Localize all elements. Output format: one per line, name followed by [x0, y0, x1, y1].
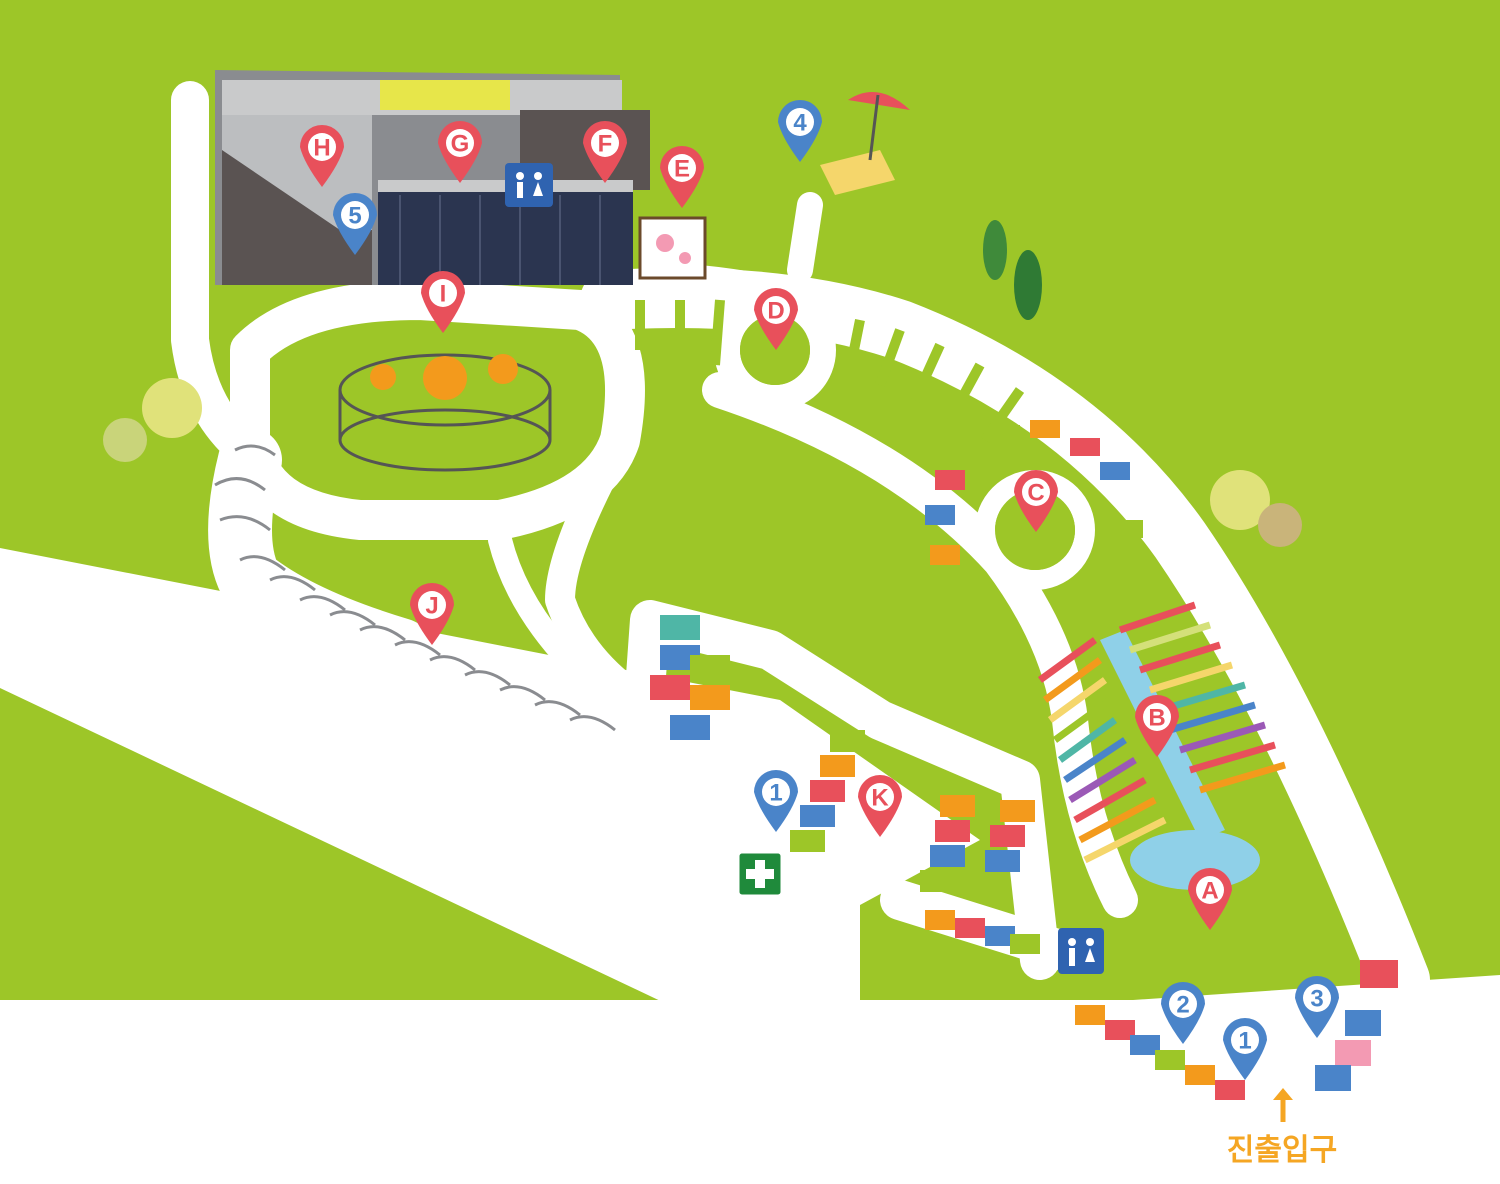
pin-2-label: 2 — [1176, 992, 1189, 1019]
restroom-icon — [505, 163, 553, 207]
pin-g-badge — [446, 129, 474, 157]
pin-i[interactable]: I — [421, 271, 465, 333]
pin-j-label: J — [425, 593, 438, 620]
pin-3-label: 3 — [1310, 986, 1323, 1013]
pin-d-label: D — [767, 298, 784, 325]
pin-5[interactable]: 5 — [333, 193, 377, 255]
pin-1b-label: 1 — [1238, 1028, 1251, 1055]
picnic-area — [820, 92, 910, 195]
pin-g-label: G — [451, 131, 470, 158]
pin-e[interactable]: E — [660, 146, 704, 208]
pin-f[interactable]: F — [583, 121, 627, 183]
pin-3[interactable]: 3 — [1295, 976, 1339, 1038]
pin-4[interactable]: 4 — [778, 100, 822, 162]
pin-c-badge — [1022, 478, 1050, 506]
pin-k[interactable]: K — [858, 775, 902, 837]
pin-f-badge — [591, 129, 619, 157]
pin-a[interactable]: A — [1188, 868, 1232, 930]
first-aid-icon — [736, 850, 784, 898]
pin-h[interactable]: H — [300, 125, 344, 187]
pin-1a-label: 1 — [769, 780, 782, 807]
pin-i-badge — [429, 279, 457, 307]
d-circle-green — [740, 315, 810, 385]
pin-e-label: E — [674, 156, 690, 183]
pin-c[interactable]: C — [1014, 470, 1058, 532]
pin-4-label: 4 — [793, 110, 807, 137]
pin-h-label: H — [313, 135, 330, 162]
pin-a-badge — [1196, 876, 1224, 904]
market-stalls — [650, 420, 1245, 1100]
restroom-icon — [1058, 928, 1104, 974]
entrance-label: 진출입구 — [1227, 1133, 1337, 1168]
flower-board — [638, 216, 707, 280]
pin-5-badge — [341, 201, 369, 229]
pin-j[interactable]: J — [410, 583, 454, 645]
arrow-up-icon — [1273, 1088, 1293, 1122]
pin-3-badge — [1303, 984, 1331, 1012]
plaza-dome — [338, 353, 552, 472]
pin-4-badge — [786, 108, 814, 136]
pin-g[interactable]: G — [438, 121, 482, 183]
pin-1b-badge — [1231, 1026, 1259, 1054]
pin-2-badge — [1169, 990, 1197, 1018]
pin-b-badge — [1143, 703, 1171, 731]
pin-f-label: F — [598, 131, 613, 158]
pins-layer: A B C D E F G H I J K 1 1 2 3 4 5 — [300, 100, 1339, 1080]
pin-a-label: A — [1201, 878, 1218, 905]
building — [215, 70, 650, 285]
pin-h-badge — [308, 133, 336, 161]
pin-1a[interactable]: 1 — [754, 770, 798, 832]
pin-e-badge — [668, 154, 696, 182]
pin-b[interactable]: B — [1135, 695, 1179, 757]
trees — [103, 220, 1302, 547]
parking-stripes — [635, 299, 1025, 443]
pin-c-label: C — [1027, 480, 1044, 507]
entrance-marker[interactable]: 진출입구 — [1227, 1088, 1337, 1168]
pin-b-label: B — [1148, 705, 1165, 732]
pin-d[interactable]: D — [754, 288, 798, 350]
pin-2[interactable]: 2 — [1161, 982, 1205, 1044]
pin-k-label: K — [871, 785, 889, 812]
food-trucks — [1315, 960, 1398, 1091]
pin-1b[interactable]: 1 — [1223, 1018, 1267, 1080]
pin-j-badge — [418, 591, 446, 619]
pin-1a-badge — [762, 778, 790, 806]
pin-d-badge — [762, 296, 790, 324]
pin-5-label: 5 — [348, 203, 361, 230]
pin-k-badge — [866, 783, 894, 811]
arch-chain — [214, 444, 616, 732]
main-road — [0, 548, 980, 1015]
pin-i-label: I — [440, 281, 447, 308]
